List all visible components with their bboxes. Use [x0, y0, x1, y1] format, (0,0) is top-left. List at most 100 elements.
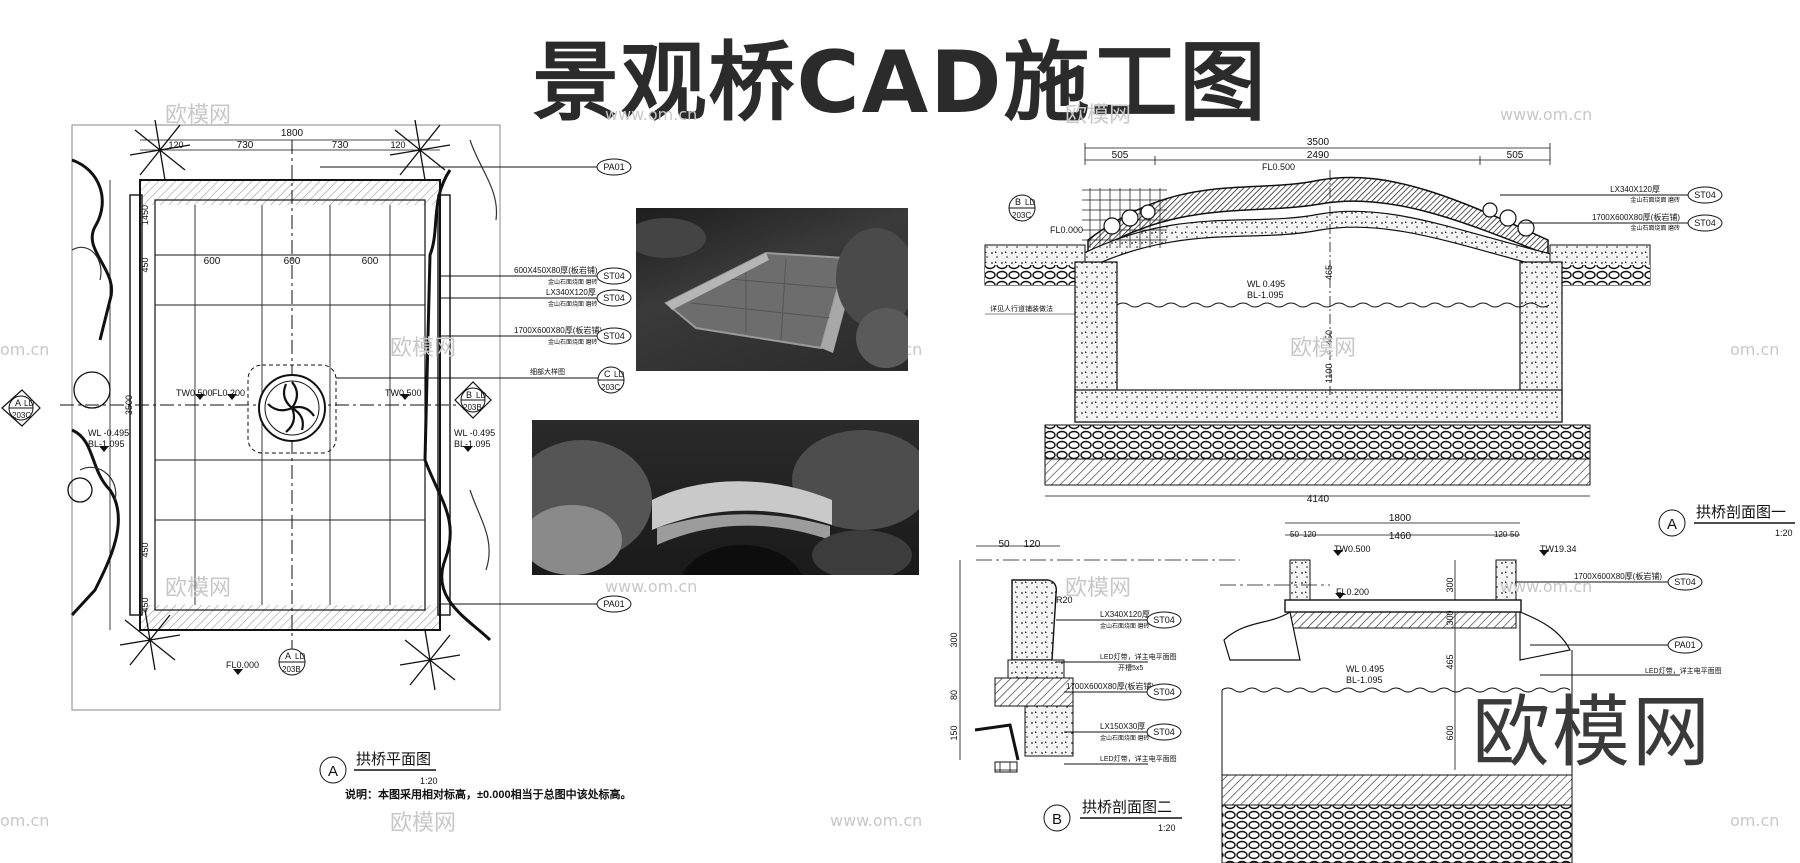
callout-text: LED灯带，详主电平面图 — [1100, 652, 1177, 661]
plan-dim: 120 — [168, 140, 183, 150]
callout-sub: 金山石面烧面 磨砖 — [1630, 196, 1680, 204]
level-label: FL0.200 — [212, 388, 245, 398]
callout-text: LX150X30厚 — [1100, 722, 1145, 731]
section-mark-a-left: A LD 203C — [1, 389, 41, 427]
svg-text:欧模网: 欧模网 — [1290, 336, 1356, 361]
svg-text:203C: 203C — [1012, 211, 1031, 220]
tag-st04: ST04 — [596, 267, 632, 285]
svg-text:A: A — [328, 763, 338, 780]
tag-st04: ST04 — [1687, 214, 1723, 232]
plan-dim: 600 — [284, 256, 301, 267]
svg-text:ST04: ST04 — [1674, 577, 1696, 587]
svg-text:A: A — [285, 651, 291, 661]
svg-text:LD: LD — [295, 652, 305, 661]
level-label: TW0.500 — [1334, 544, 1371, 554]
brand-watermark-large: 欧模网 — [1472, 688, 1713, 778]
tag-st04: ST04 — [1146, 723, 1182, 741]
dim: 4140 — [1307, 494, 1330, 505]
callout-sub: 金山石面烧面 磨砖 — [1630, 224, 1680, 232]
level-label: FL0.000 — [226, 660, 259, 670]
plan-dim: 450 — [140, 257, 150, 272]
section1-caption: A 拱桥剖面图一 1:20 — [1658, 504, 1795, 538]
plan-note: 说明：本图采用相对标高，±0.000相当于总图中该处标高。 — [345, 787, 632, 801]
section-mark-c: C LD 203C — [597, 366, 625, 394]
level-label: WL 0.495 — [1346, 664, 1384, 674]
bridge-photo-deck — [636, 208, 908, 371]
svg-text:1:20: 1:20 — [1775, 528, 1793, 538]
svg-text:A: A — [15, 398, 21, 408]
callout-text: 1700X600X80厚(板岩铺) — [1066, 681, 1154, 691]
dim: 600 — [1445, 725, 1455, 740]
level-label: BL-1.095 — [1247, 290, 1284, 300]
dim: 120 — [1494, 530, 1508, 539]
callout-sub: 金山石面烧面 磨砖 — [548, 278, 598, 286]
dim: 120 — [1024, 539, 1041, 550]
callout-text: LX340X120厚 — [546, 288, 596, 297]
svg-text:B: B — [466, 390, 472, 400]
callout-text: 1700X600X80厚(板岩铺) — [1592, 212, 1680, 222]
level-label: WL -0.495 — [88, 428, 129, 438]
bridge-section-3: 1800 50 120 1460 120 50 TW0.500 TW19.34 … — [1220, 513, 1722, 863]
tag-st04: ST04 — [1146, 611, 1182, 629]
tag-pa01: PA01 — [596, 158, 632, 176]
level-label: BL-1.095 — [88, 439, 125, 449]
plan-dim: 730 — [332, 140, 349, 151]
dim: 300 — [1445, 577, 1455, 592]
dim: 1100 — [1324, 364, 1334, 383]
plan-dim: 450 — [140, 542, 150, 557]
section-note: 详见人行道铺装做法 — [990, 304, 1053, 313]
level-label: FL0.500 — [1262, 162, 1295, 172]
callout-text: LX340X120厚 — [1610, 185, 1660, 194]
plant-symbols — [67, 119, 461, 691]
svg-text:ST04: ST04 — [1694, 190, 1716, 200]
plan-caption: A 拱桥平面图 1:20 — [319, 751, 438, 786]
tag-st04: ST04 — [1146, 683, 1182, 701]
plan-dim: 600 — [204, 256, 221, 267]
svg-text:www.om.cn: www.om.cn — [1500, 577, 1592, 596]
dim: 50 — [1510, 530, 1519, 539]
svg-text:欧模网: 欧模网 — [1065, 576, 1131, 601]
level-label: FL0.000 — [1050, 225, 1083, 235]
svg-text:PA01: PA01 — [603, 599, 624, 609]
dim: 465 — [1324, 265, 1334, 280]
svg-text:www.om.cn: www.om.cn — [830, 811, 922, 830]
svg-text:A: A — [1667, 516, 1677, 533]
dim: 300 — [949, 632, 959, 647]
svg-text:ST04: ST04 — [1153, 615, 1175, 625]
svg-text:拱桥平面图: 拱桥平面图 — [356, 751, 431, 768]
dim: 1800 — [1389, 513, 1412, 524]
callout-sub: 开槽5x5 — [1118, 663, 1143, 672]
dim: 1460 — [1389, 531, 1412, 542]
svg-text:LD: LD — [1025, 198, 1035, 207]
svg-text:www.om.cn: www.om.cn — [605, 577, 697, 596]
svg-text:ST04: ST04 — [1153, 687, 1175, 697]
tag-pa01: PA01 — [1667, 636, 1703, 654]
svg-text:www.om.cn: www.om.cn — [1500, 105, 1592, 124]
section-mark-a-bottom: A LD 203B — [278, 648, 306, 676]
bridge-photo-arch — [532, 420, 919, 575]
svg-text:LD: LD — [614, 370, 624, 379]
level-label: BL-1.095 — [454, 439, 491, 449]
plan-dim: 730 — [237, 140, 254, 151]
callout-sub: 金山石面烧面 磨砖 — [1100, 734, 1150, 742]
svg-text:欧模网: 欧模网 — [390, 336, 456, 361]
svg-text:拱桥剖面图二: 拱桥剖面图二 — [1082, 799, 1172, 816]
bridge-section-1: 3500 505 2490 505 4140 FL0.500 FL0.000 W… — [984, 137, 1795, 538]
dim: 120 — [1303, 530, 1317, 539]
dim: 50 — [998, 539, 1010, 550]
svg-text:B: B — [1015, 197, 1021, 207]
svg-text:B: B — [1052, 811, 1062, 828]
svg-text:www.om.cn: www.om.cn — [605, 105, 697, 124]
svg-text:PA01: PA01 — [1674, 640, 1695, 650]
plan-dim: 3500 — [124, 395, 134, 415]
level-label: TW0.500 — [385, 388, 422, 398]
svg-text:om.cn: om.cn — [0, 340, 49, 359]
svg-text:1:20: 1:20 — [1158, 823, 1176, 833]
level-label: BL-1.095 — [1346, 675, 1383, 685]
callout-text: 600X450X80厚(板岩铺) — [514, 265, 598, 275]
section-mark-b-right: B LD 203B — [454, 381, 492, 419]
svg-text:ST04: ST04 — [603, 293, 625, 303]
svg-text:ST04: ST04 — [1153, 727, 1175, 737]
dim: 450 — [1324, 330, 1334, 345]
plan-dim: 120 — [390, 140, 405, 150]
